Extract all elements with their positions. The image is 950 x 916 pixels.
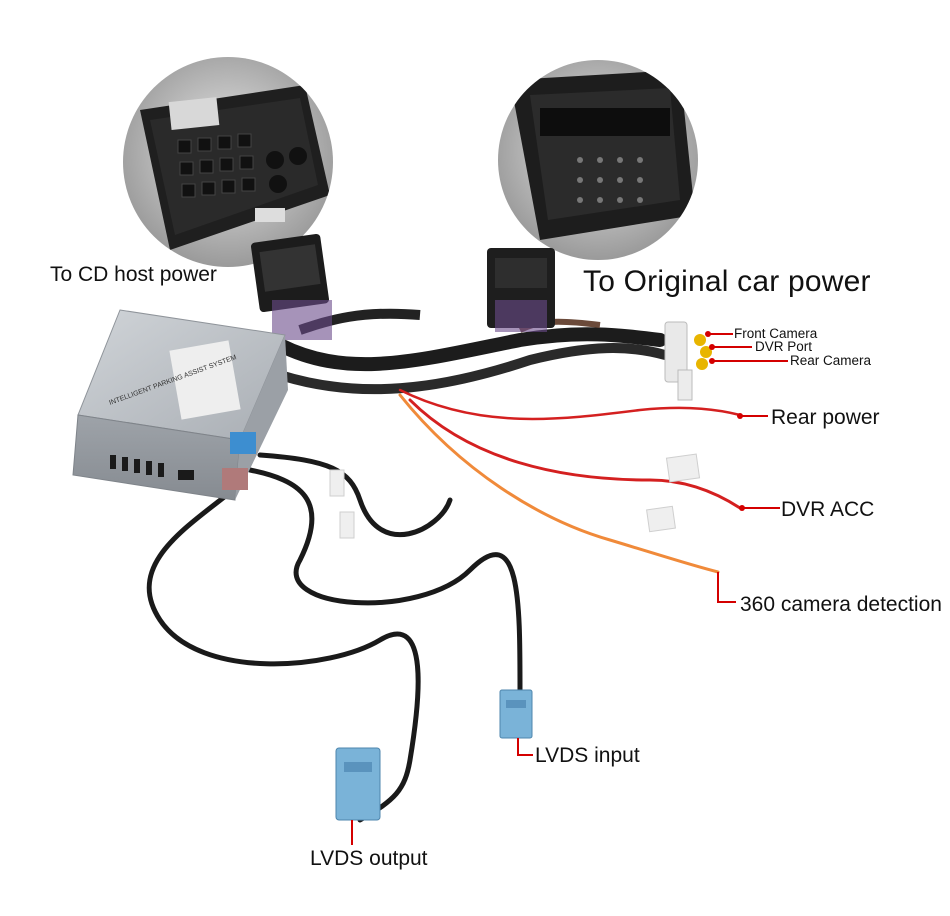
wire-tags bbox=[329, 453, 701, 539]
rear-power-label: Rear power bbox=[771, 406, 880, 429]
car-power-plug bbox=[487, 248, 555, 332]
rca-connectors bbox=[664, 321, 712, 401]
control-module: INTELLIGENT PARKING ASSIST SYSTEM bbox=[72, 309, 288, 501]
cd-host-power-label: To CD host power bbox=[50, 263, 217, 286]
cd-host-connector-zoom bbox=[123, 57, 333, 267]
lvds-cables bbox=[146, 452, 523, 823]
dvr-port-label: DVR Port bbox=[755, 339, 813, 354]
callout-dots bbox=[705, 331, 745, 511]
front-camera-label: Front Camera bbox=[734, 326, 818, 341]
lvds-input-plug bbox=[499, 689, 533, 739]
cd-host-plug bbox=[250, 233, 332, 340]
lvds-input-label: LVDS input bbox=[535, 744, 640, 767]
loose-wires bbox=[398, 388, 742, 574]
lvds-output-plug bbox=[335, 747, 381, 821]
car-power-connector-zoom bbox=[498, 60, 698, 260]
dvr-acc-label: DVR ACC bbox=[781, 498, 875, 521]
main-harness bbox=[273, 308, 670, 395]
rear-camera-label: Rear Camera bbox=[790, 353, 872, 368]
module-lvds-ports bbox=[222, 432, 256, 490]
original-car-power-label: To Original car power bbox=[583, 265, 871, 298]
lvds-output-label: LVDS output bbox=[310, 847, 428, 870]
camera-360-detection-label: 360 camera detection bbox=[740, 593, 942, 616]
callout-lines bbox=[351, 333, 788, 845]
